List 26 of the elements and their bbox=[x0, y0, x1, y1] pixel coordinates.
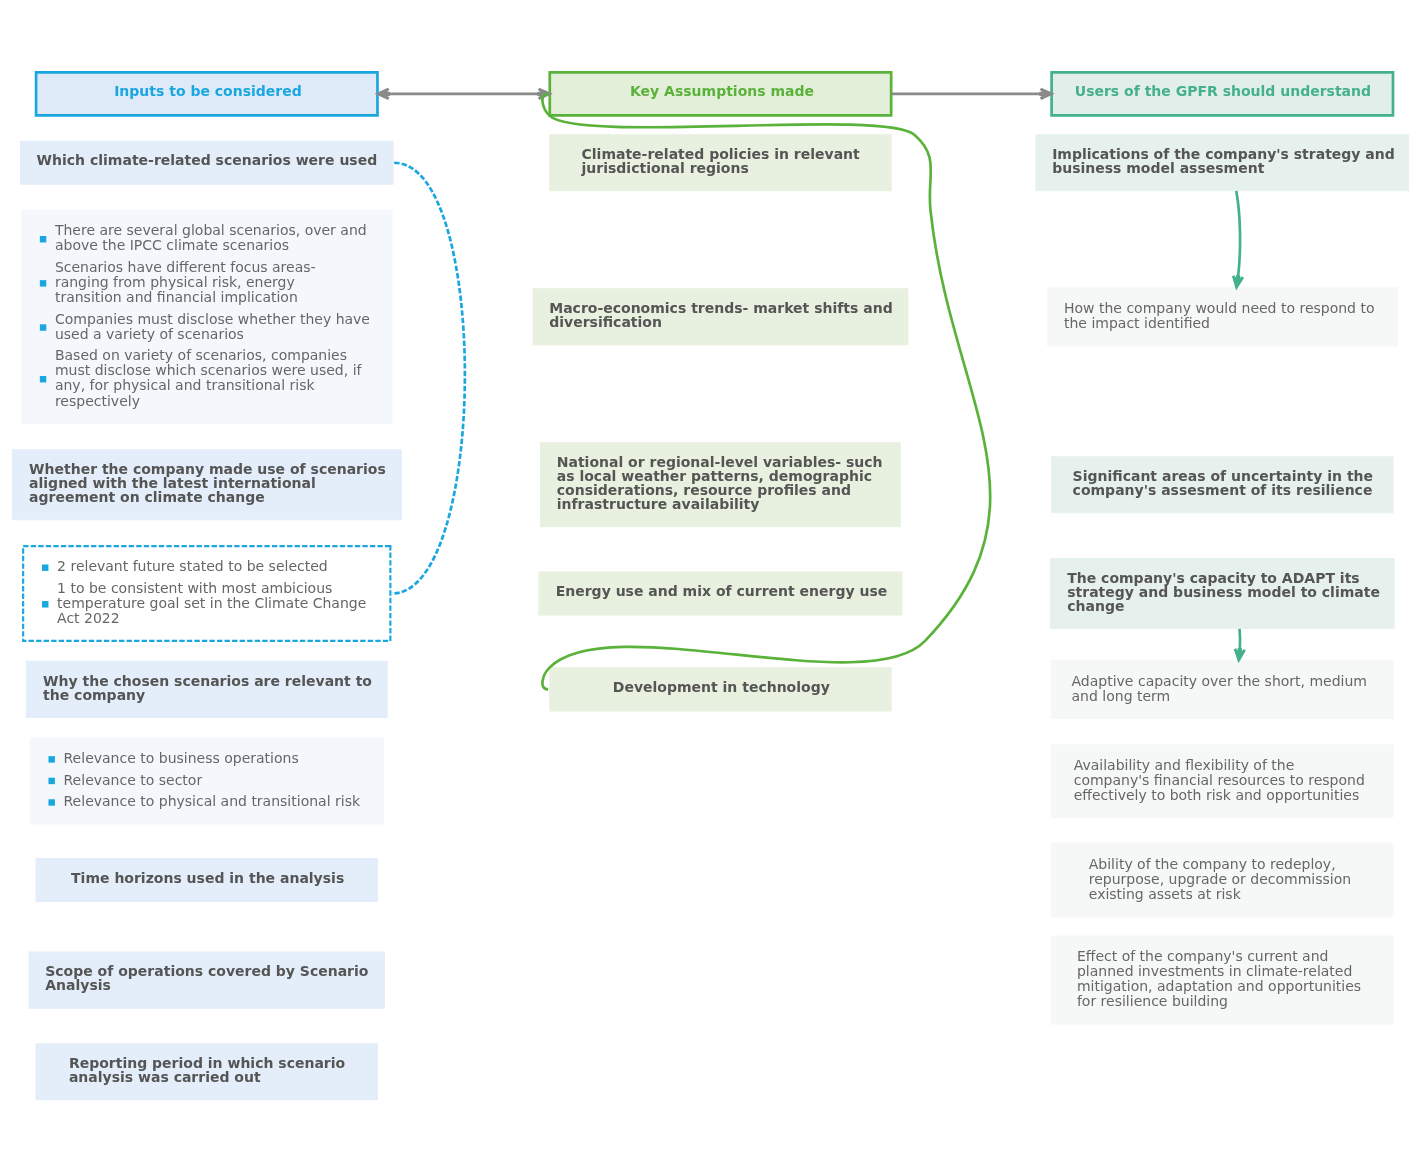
connector bbox=[391, 161, 467, 595]
node-box: Relevance to business operations Relevance to sector Relevance to physical and transitional risk bbox=[29, 736, 384, 825]
node-box: Adaptive capacity over the short, medium and long term bbox=[1051, 659, 1394, 719]
node-box: There are several global scenarios, over and above the IPCC climate scenarios Scenarios have different focus areas- ranging from physical risk, energy transition and financial implication Companies must disclose whether they have used a variety of scenarios Based on variety of scenarios, companies must disclose which scenarios were used, if any, for physical and transitional risk respectively bbox=[21, 209, 393, 424]
arrow bbox=[1231, 190, 1245, 289]
node-box: Reporting period in which scenario analysis was carried out bbox=[35, 1042, 378, 1100]
node-box: Time horizons used in the analysis bbox=[35, 857, 378, 902]
node-box: Users of the GPFR should understand bbox=[1050, 70, 1395, 117]
node-box: Which climate-related scenarios were used bbox=[19, 140, 394, 185]
arrow bbox=[1233, 628, 1246, 661]
node-box: Energy use and mix of current energy use bbox=[538, 570, 903, 616]
node-box: How the company would need to respond to the impact identified bbox=[1046, 286, 1398, 346]
node-box: Implications of the company's strategy and business model assesment bbox=[1035, 133, 1410, 191]
arrow bbox=[891, 87, 1053, 100]
node-box: Macro-economics trends- market shifts and diversification bbox=[532, 287, 909, 345]
node-box: Inputs to be considered bbox=[34, 70, 379, 117]
node-box: Development in technology bbox=[549, 666, 892, 711]
node-box: The company's capacity to ADAPT its strategy and business model to climate change bbox=[1050, 557, 1395, 629]
node-box: National or regional-level variables- such as local weather patterns, demographic considerations, resource profiles and infrastructure availability bbox=[540, 441, 901, 527]
node-box: Scope of operations covered by Scenario Analysis bbox=[28, 951, 385, 1009]
node-box: Significant areas of uncertainty in the company's assesment of its resilience bbox=[1051, 455, 1394, 513]
node-box: Climate-related policies in relevant jurisdictional regions bbox=[549, 133, 892, 191]
node-box: 2 relevant future stated to be selected 1 to be consistent with most ambicious temperature goal set in the Climate Change Act 2022 bbox=[22, 544, 392, 642]
node-box: Whether the company made use of scenarios aligned with the latest international agreement on climate change bbox=[11, 448, 402, 520]
node-box: Why the chosen scenarios are relevant to the company bbox=[25, 660, 388, 718]
node-box: Key Assumptions made bbox=[548, 70, 893, 117]
